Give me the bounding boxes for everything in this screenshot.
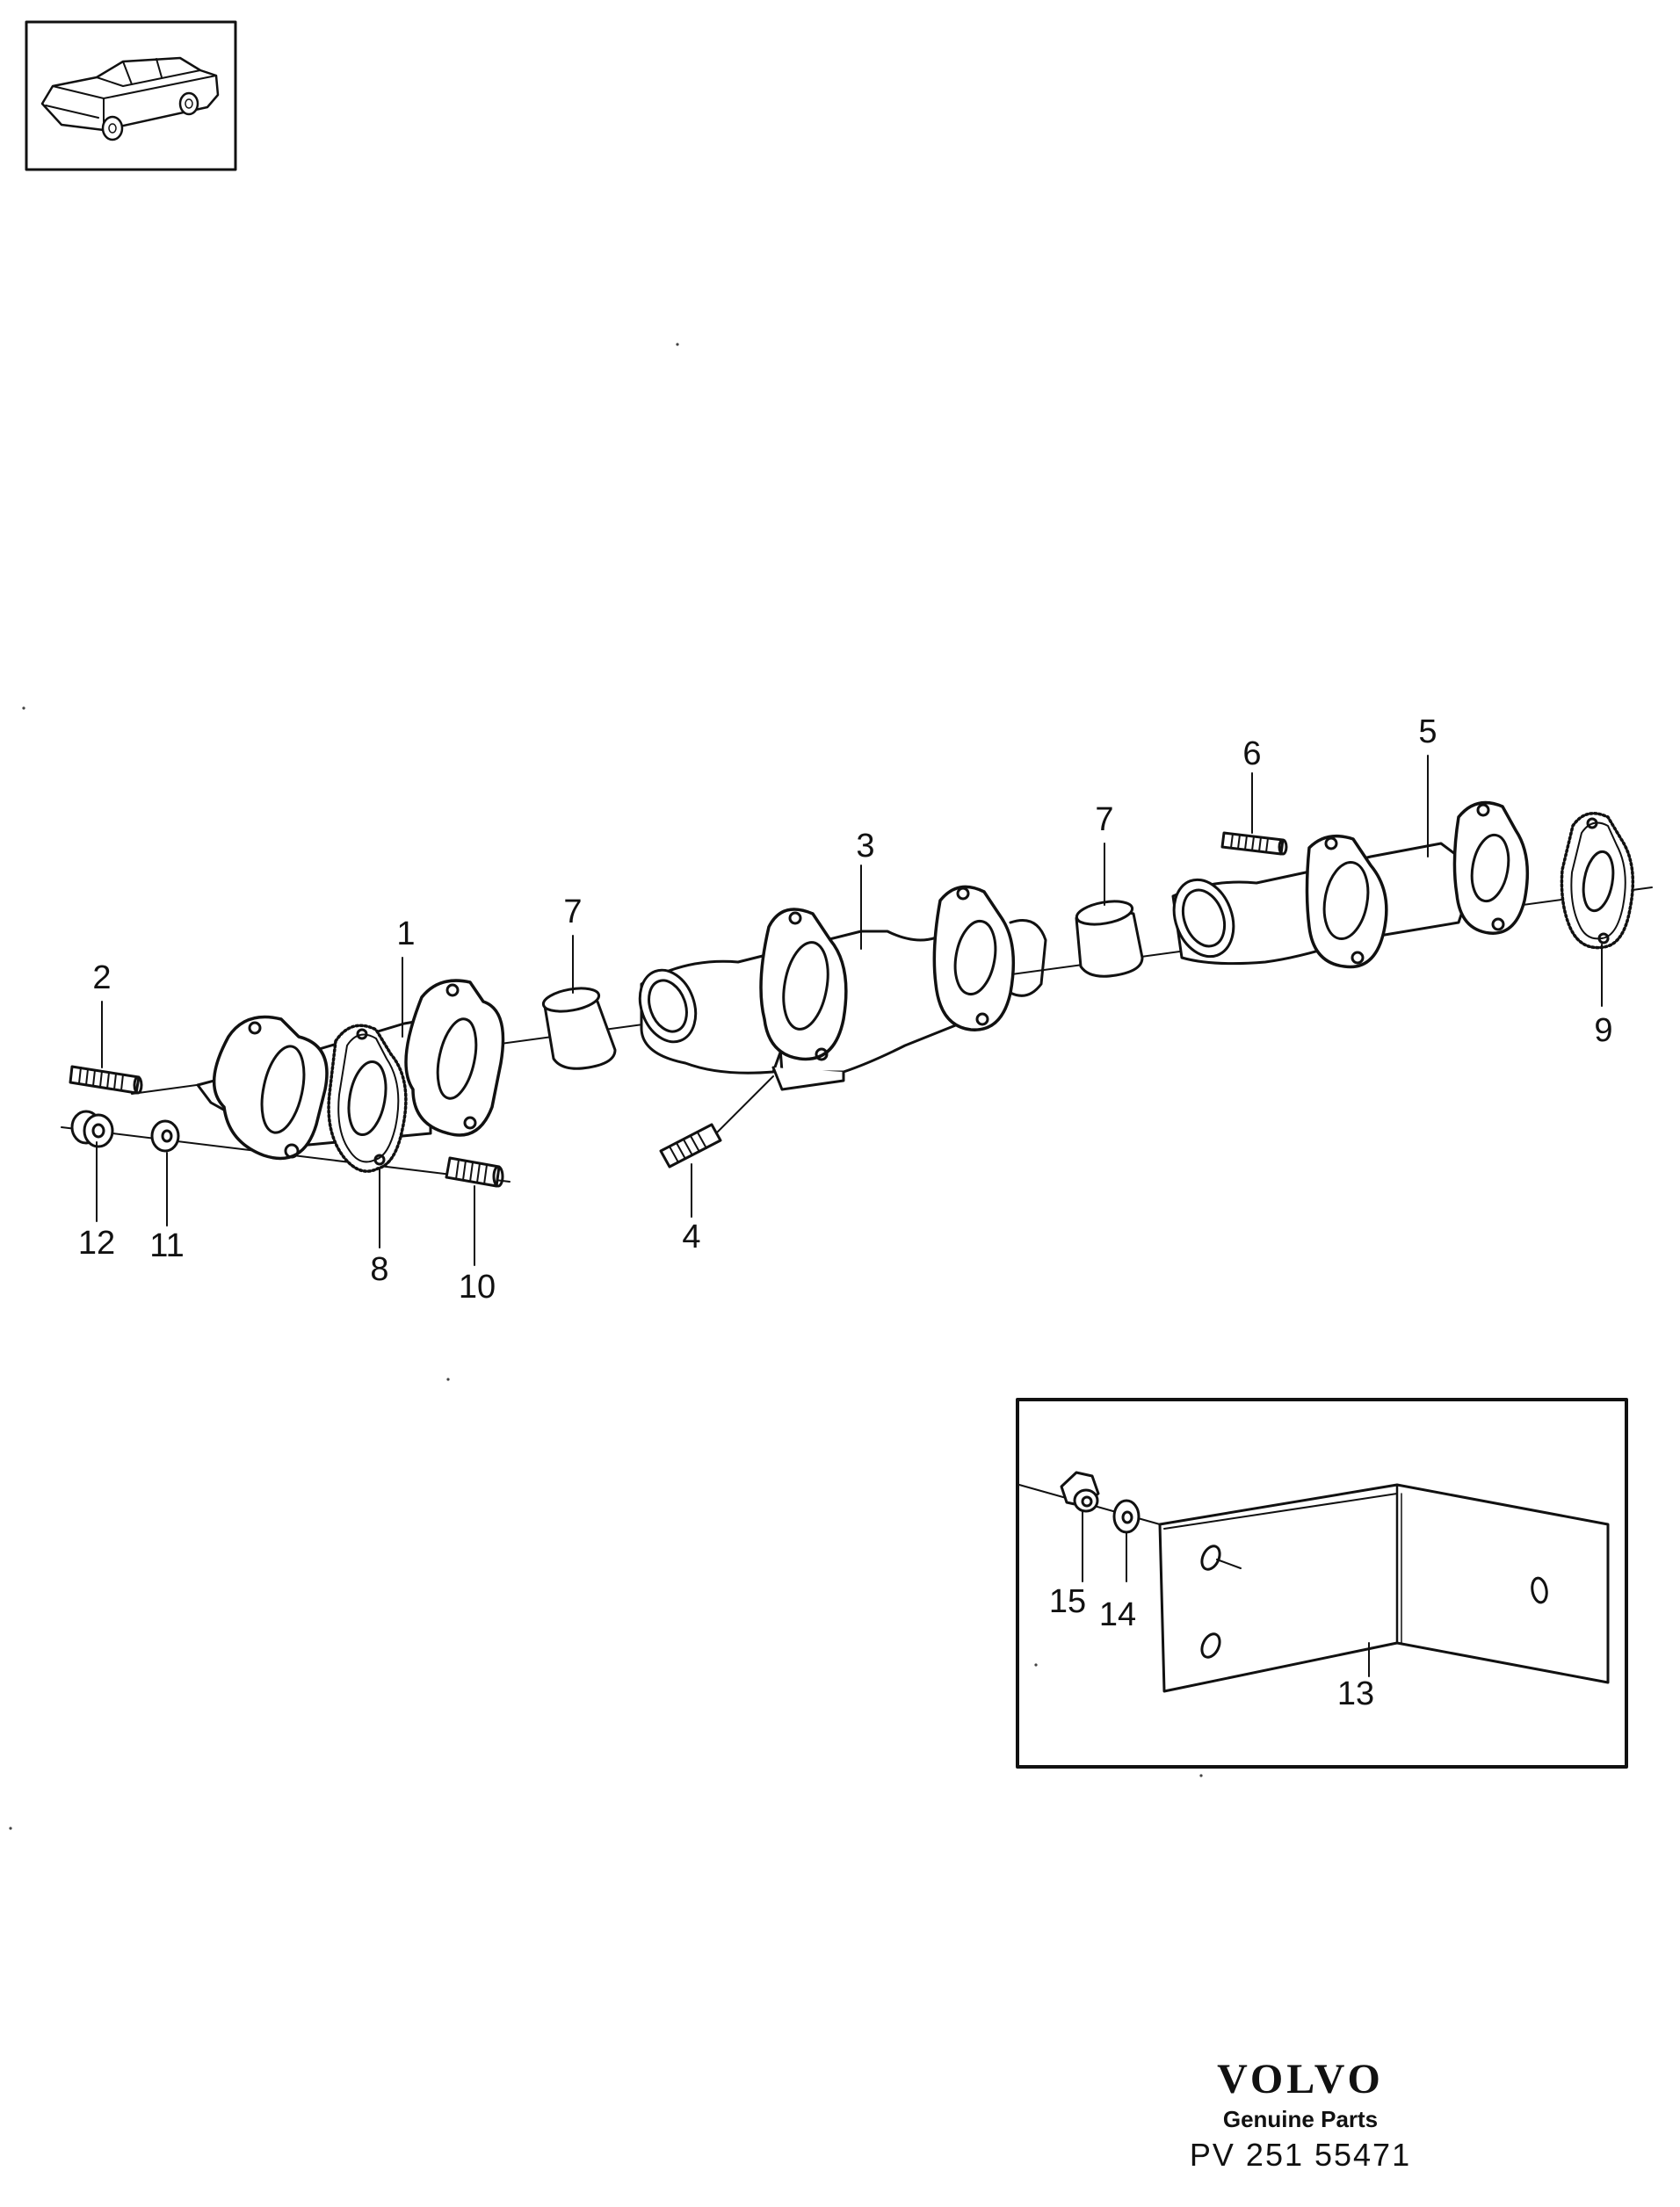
volvo-brand-block: VOLVO Genuine Parts PV 251 55471 bbox=[1169, 2058, 1432, 2175]
callout-1: 1 bbox=[396, 915, 415, 952]
gasket-9 bbox=[1560, 812, 1635, 950]
callout-7a: 7 bbox=[563, 894, 582, 930]
callout-15: 15 bbox=[1049, 1583, 1086, 1620]
callout-9: 9 bbox=[1594, 1012, 1612, 1049]
callout-6: 6 bbox=[1242, 735, 1261, 772]
callout-4: 4 bbox=[682, 1219, 700, 1255]
sleeve-7b bbox=[1075, 900, 1144, 978]
callout-5: 5 bbox=[1418, 713, 1437, 750]
volvo-logo: VOLVO bbox=[1217, 2056, 1384, 2102]
manifold-section-3 bbox=[638, 885, 1047, 1091]
callout-labels: 1 2 3 4 5 6 7 7 8 9 10 11 12 13 14 15 bbox=[78, 713, 1613, 1712]
sleeve-7a bbox=[541, 987, 617, 1070]
callout-10: 10 bbox=[459, 1269, 496, 1306]
callout-11: 11 bbox=[149, 1227, 184, 1264]
washer-11 bbox=[150, 1119, 180, 1153]
manifold-section-5 bbox=[1171, 800, 1530, 969]
genuine-parts-label: Genuine Parts bbox=[1222, 2106, 1379, 2132]
bracket-inset bbox=[1016, 1398, 1628, 1769]
gasket-8 bbox=[327, 1024, 408, 1173]
leader-lines bbox=[96, 755, 1603, 1266]
car-thumbnail-icon bbox=[25, 20, 237, 171]
stud-10 bbox=[445, 1156, 504, 1188]
callout-12: 12 bbox=[78, 1225, 115, 1262]
illustration-code: PV 251 55471 bbox=[1189, 2137, 1412, 2173]
callout-7b: 7 bbox=[1095, 801, 1113, 838]
callout-14: 14 bbox=[1099, 1596, 1136, 1633]
callout-13: 13 bbox=[1337, 1675, 1374, 1712]
nut-12 bbox=[70, 1110, 114, 1148]
callout-2: 2 bbox=[92, 959, 111, 996]
stud-2 bbox=[69, 1065, 143, 1095]
callout-8: 8 bbox=[370, 1251, 388, 1288]
stud-4 bbox=[659, 1075, 774, 1169]
stud-6 bbox=[1220, 831, 1288, 856]
print-specks bbox=[9, 343, 1203, 1830]
callout-3: 3 bbox=[856, 828, 874, 865]
